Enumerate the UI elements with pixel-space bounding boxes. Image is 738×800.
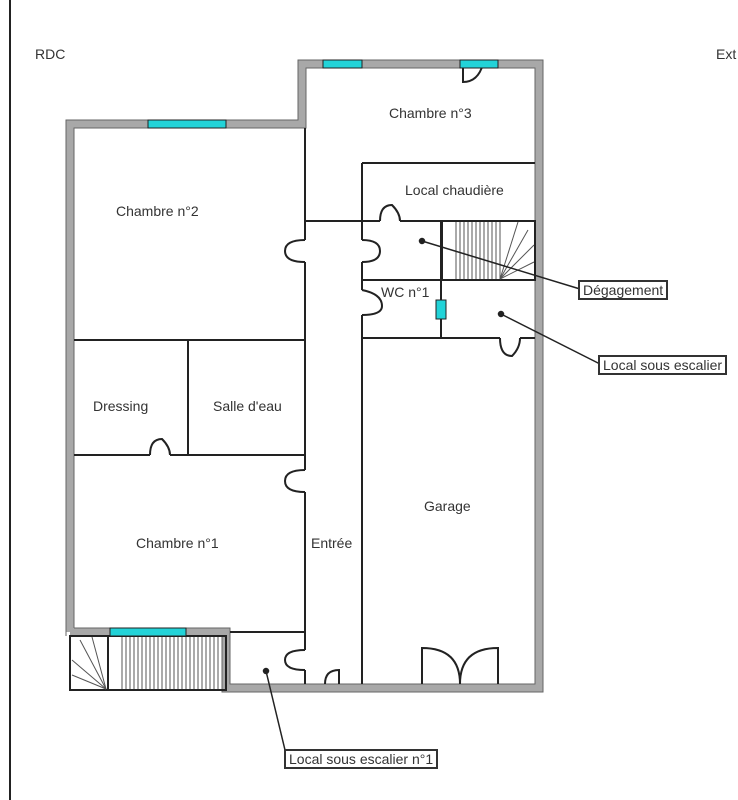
callout-degagement: Dégagement (578, 280, 669, 300)
room-dressing: Dressing (93, 398, 149, 414)
staircase-left (69, 635, 227, 691)
level-label: RDC (35, 46, 66, 62)
room-local-chaudiere: Local chaudière (405, 182, 504, 198)
room-garage: Garage (424, 498, 471, 514)
room-chambre-3: Chambre n°3 (389, 105, 472, 121)
room-salle-eau: Salle d'eau (213, 398, 282, 414)
callout-leaders (262, 237, 601, 751)
callout-local-sous-escalier-1: Local sous escalier n°1 (284, 749, 439, 769)
corner-label: Ext (716, 46, 737, 62)
room-chambre-2: Chambre n°2 (116, 203, 199, 219)
callout-local-sous-escalier: Local sous escalier (598, 355, 728, 375)
room-chambre-1: Chambre n°1 (136, 535, 219, 551)
room-wc-1: WC n°1 (381, 284, 430, 300)
room-entree: Entrée (311, 535, 353, 551)
interior-walls (74, 63, 535, 685)
windows (109, 59, 499, 637)
staircase-right (441, 220, 536, 281)
